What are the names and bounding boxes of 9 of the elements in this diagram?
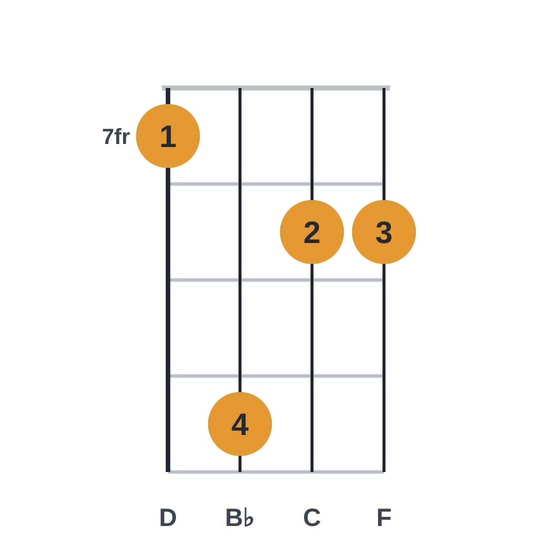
string-name: C: [302, 506, 322, 530]
finger-dot: 1: [136, 104, 200, 168]
finger-dot: 2: [280, 200, 344, 264]
finger-dot: 3: [352, 200, 416, 264]
string-name: B♭: [224, 506, 256, 530]
string-name: F: [376, 506, 392, 530]
fret-position-label: 7fr: [102, 126, 130, 148]
finger-dot: 4: [208, 392, 272, 456]
string-name: D: [158, 506, 178, 530]
